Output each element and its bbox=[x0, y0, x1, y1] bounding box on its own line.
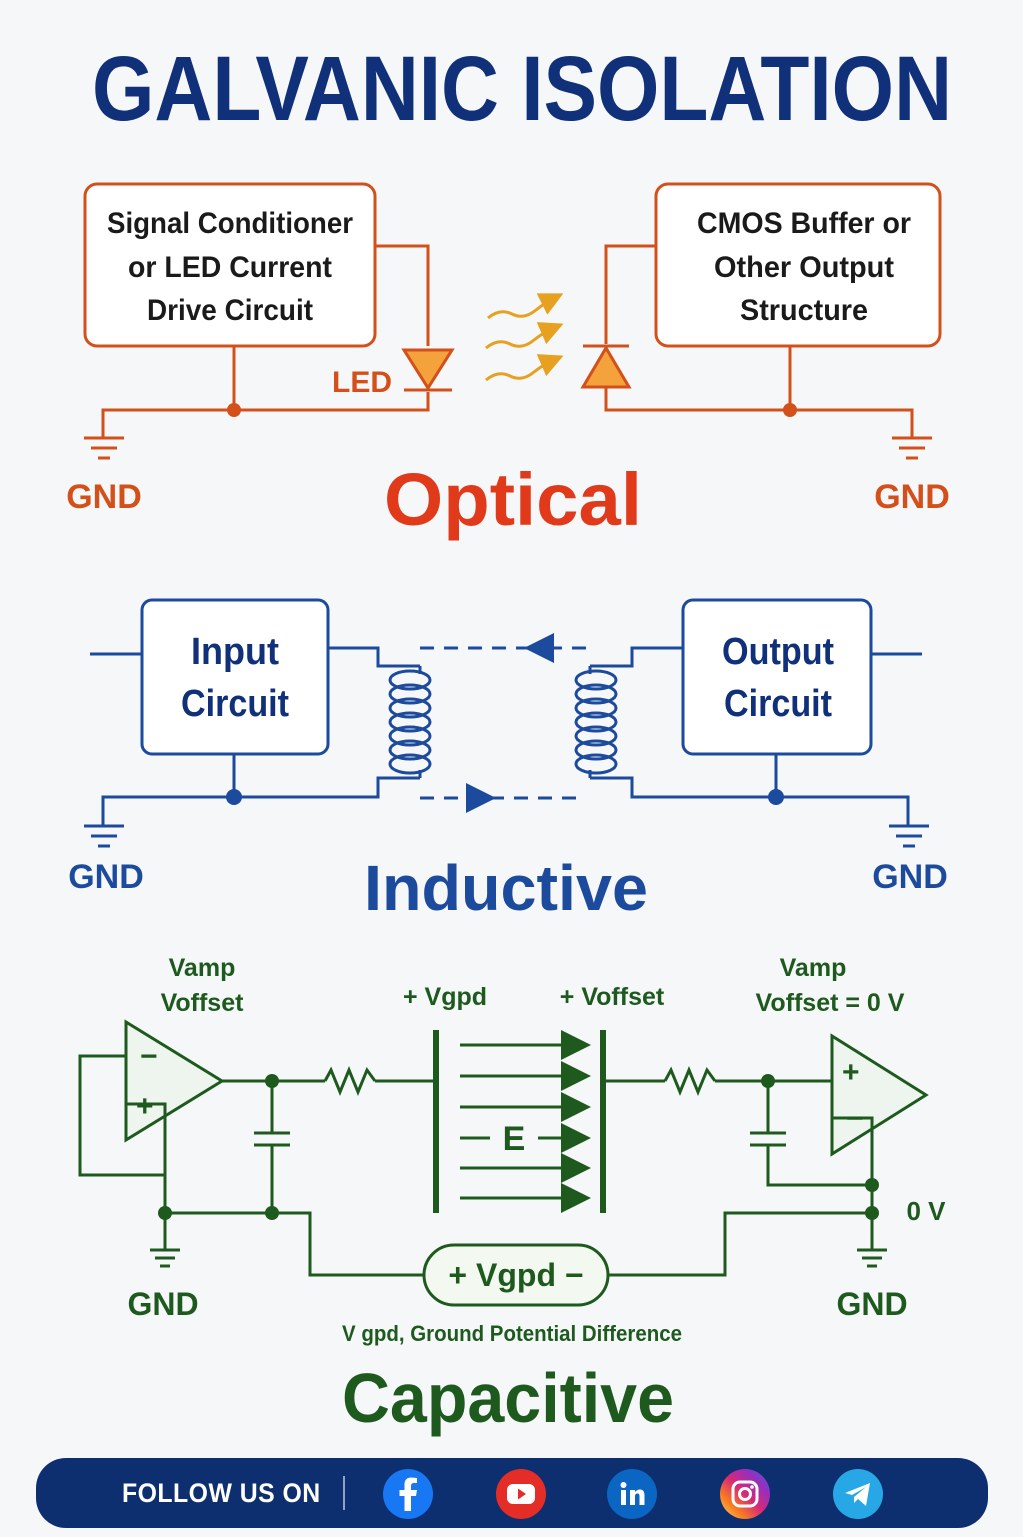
facebook-icon[interactable] bbox=[383, 1469, 433, 1519]
output-circuit-line-2: Circuit bbox=[724, 683, 832, 725]
junction-dot bbox=[865, 1178, 879, 1192]
led-label: LED bbox=[332, 366, 392, 399]
junction-dot bbox=[265, 1206, 279, 1220]
voffset-label-left: Voffset bbox=[161, 989, 245, 1017]
gnd-label-right: GND bbox=[874, 478, 950, 516]
plate-right-label: + Voffset bbox=[560, 983, 665, 1011]
junction-dot bbox=[761, 1074, 775, 1088]
voffset-label-right: Voffset = 0 V bbox=[756, 989, 905, 1017]
vamp-label-left: Vamp bbox=[169, 954, 236, 982]
left-opamp bbox=[124, 1019, 225, 1143]
right-opamp-plus: + bbox=[842, 1056, 860, 1089]
optical-section bbox=[83, 182, 942, 460]
gnd-label-left: GND bbox=[68, 858, 144, 896]
left-opamp-minus: − bbox=[140, 1040, 158, 1073]
vgpd-pill-label: + Vgpd − bbox=[448, 1257, 583, 1293]
instagram-icon[interactable] bbox=[720, 1469, 770, 1519]
gnd-label-left: GND bbox=[127, 1286, 198, 1322]
right-block-line-2: Other Output bbox=[714, 251, 894, 284]
junction-dot bbox=[227, 403, 241, 417]
junction-dot bbox=[865, 1206, 879, 1220]
output-circuit-line-1: Output bbox=[722, 631, 834, 673]
vgpd-pill bbox=[422, 1243, 610, 1307]
junction-dot bbox=[158, 1206, 172, 1220]
input-circuit-line-2: Circuit bbox=[181, 683, 289, 725]
field-label: E bbox=[503, 1120, 526, 1158]
zero-volt-label: 0 V bbox=[906, 1196, 946, 1226]
vamp-label-right: Vamp bbox=[780, 954, 847, 982]
junction-dot bbox=[265, 1074, 279, 1088]
plate-left-label: + Vgpd bbox=[403, 983, 487, 1011]
junction-dot bbox=[768, 789, 784, 805]
left-block-line-2: or LED Current bbox=[128, 251, 332, 284]
input-circuit-block bbox=[140, 598, 330, 756]
follow-us-label: FOLLOW US ON bbox=[122, 1477, 321, 1508]
telegram-icon[interactable] bbox=[833, 1469, 883, 1519]
vgpd-note: V gpd, Ground Potential Difference bbox=[342, 1321, 682, 1346]
signal-conditioner-block bbox=[83, 182, 377, 348]
youtube-icon[interactable] bbox=[496, 1469, 546, 1519]
linkedin-icon[interactable] bbox=[607, 1469, 657, 1519]
page-title: GALVANIC ISOLATION bbox=[92, 38, 952, 140]
junction-dot bbox=[226, 789, 242, 805]
light-waves bbox=[485, 293, 564, 382]
social-footer: FOLLOW US ON bbox=[36, 1458, 988, 1528]
right-block-line-3: Structure bbox=[740, 294, 868, 327]
capacitive-junctions bbox=[158, 1074, 879, 1220]
cmos-buffer-block bbox=[654, 182, 942, 348]
left-block-line-3: Drive Circuit bbox=[147, 294, 313, 327]
gnd-label-right: GND bbox=[872, 858, 948, 896]
gnd-label-left: GND bbox=[66, 478, 142, 516]
coil-right bbox=[574, 666, 618, 778]
inductive-section bbox=[84, 598, 929, 848]
gnd-label-right: GND bbox=[836, 1286, 907, 1322]
left-opamp-plus: + bbox=[136, 1090, 154, 1123]
output-circuit-block bbox=[681, 598, 873, 756]
optical-heading: Optical bbox=[384, 458, 642, 541]
footer-divider bbox=[343, 1476, 345, 1510]
inductive-heading: Inductive bbox=[364, 852, 648, 924]
right-opamp bbox=[830, 1033, 929, 1157]
right-block-line-1: CMOS Buffer or bbox=[697, 207, 911, 240]
left-block-line-1: Signal Conditioner bbox=[107, 207, 353, 240]
capacitive-heading: Capacitive bbox=[342, 1359, 674, 1437]
capacitive-section bbox=[78, 1019, 929, 1307]
right-opamp-minus: − bbox=[846, 1102, 864, 1135]
junction-dot bbox=[783, 403, 797, 417]
input-circuit-line-1: Input bbox=[191, 631, 279, 673]
coil-left bbox=[388, 666, 432, 778]
